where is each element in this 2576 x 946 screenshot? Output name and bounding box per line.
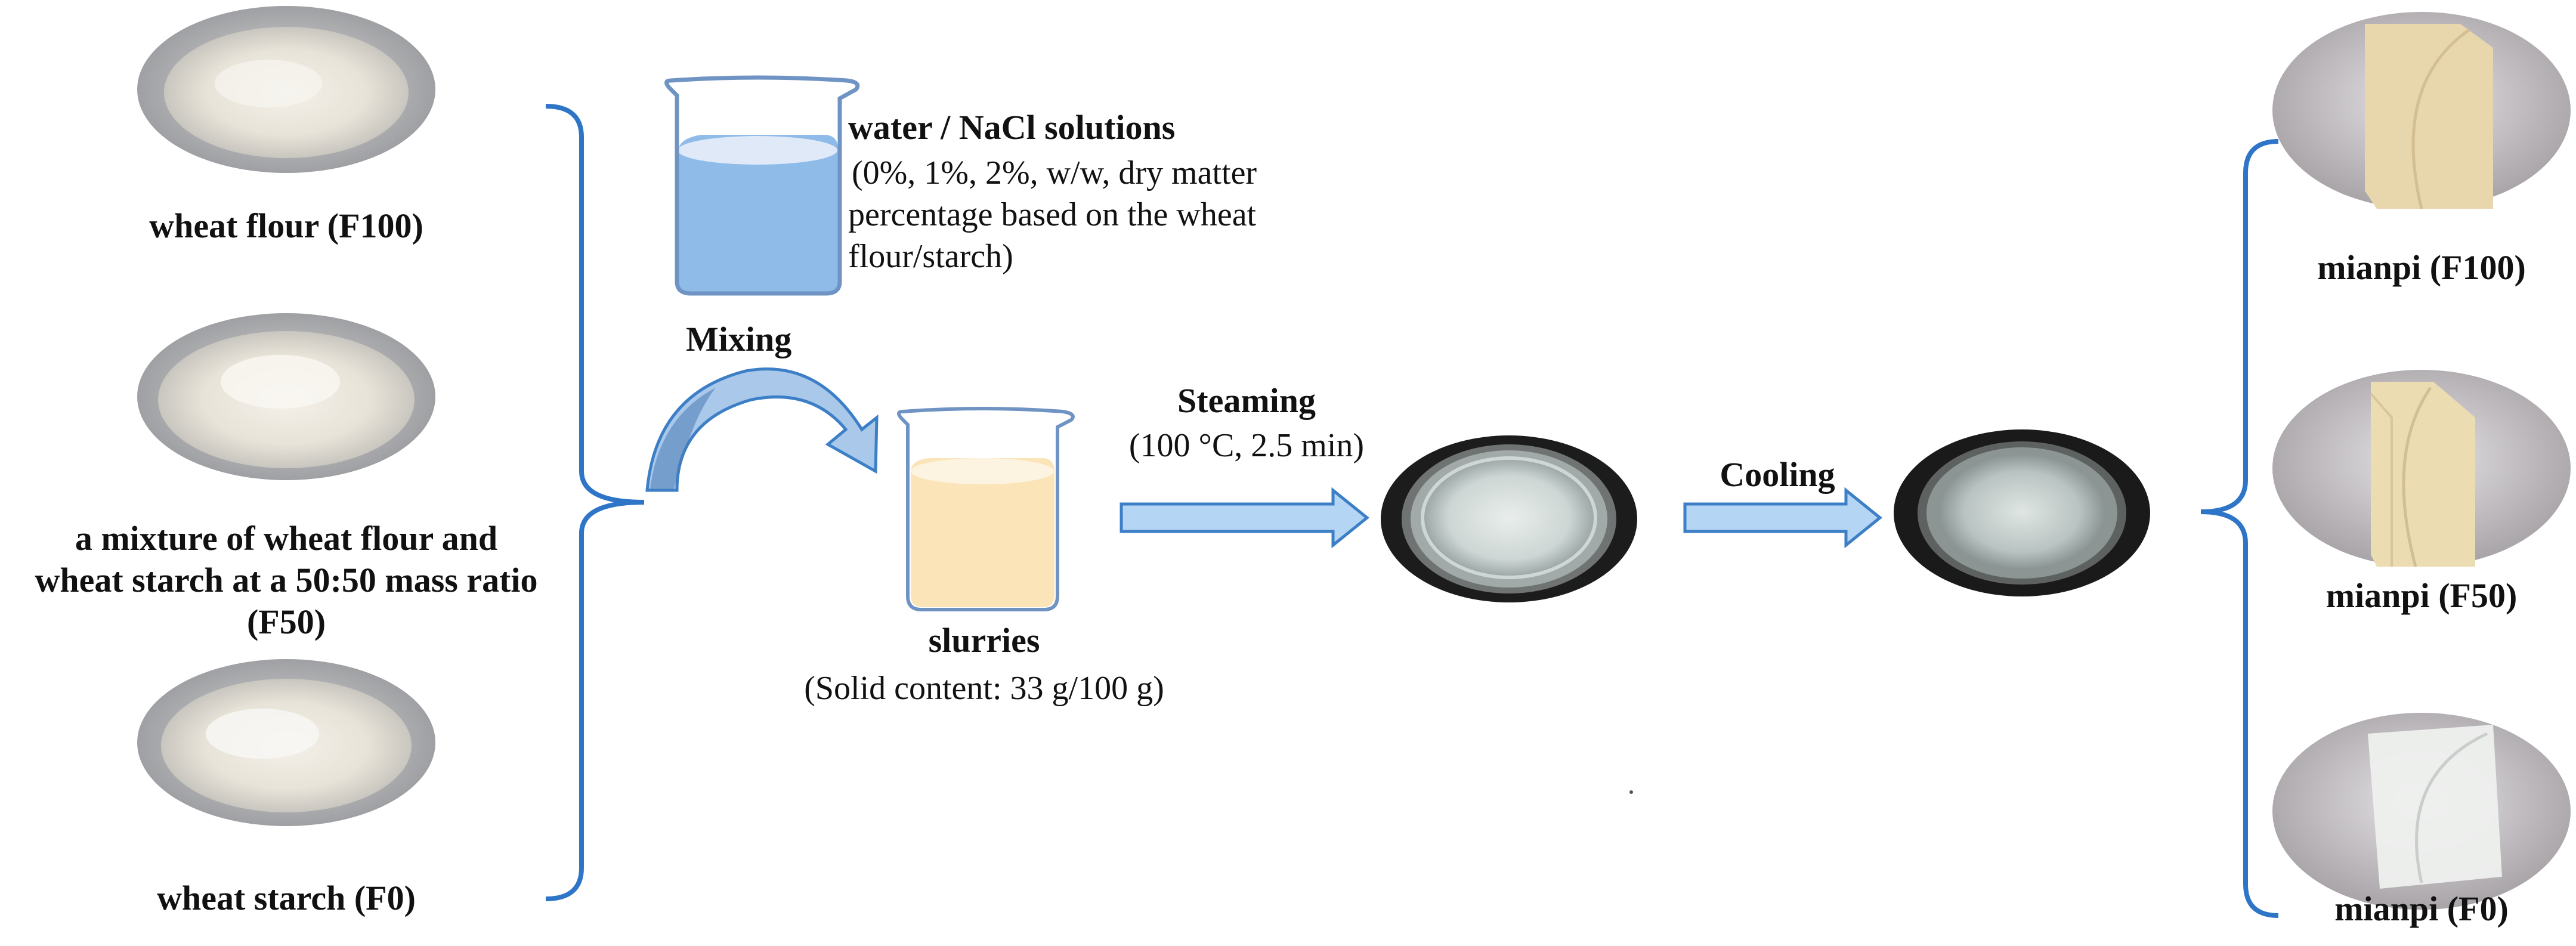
wheat-mixture-photo: [137, 313, 435, 480]
water-detail-line1: (0%, 1%, 2%, w/w, dry matter: [852, 154, 1257, 191]
steamer-photo-cooled: [1894, 429, 2150, 596]
stray-dot: [1629, 790, 1633, 794]
water-beaker: [664, 75, 860, 296]
cooling-label: Cooling: [1720, 455, 1835, 494]
water-detail-line3: flour/starch): [848, 238, 1013, 275]
steaming-arrow: [1120, 487, 1369, 549]
steamer-photo-hot: [1381, 435, 1637, 602]
mianpi-f100-label: mianpi (F100): [2317, 248, 2526, 287]
mixture-label-line2: wheat starch at a 50:50 mass ratio: [35, 561, 538, 599]
wheat-flour-label: wheat flour (F100): [149, 206, 423, 245]
wheat-flour-photo: [137, 6, 435, 173]
wheat-starch-label: wheat starch (F0): [157, 879, 416, 917]
mixture-label-line1: a mixture of wheat flour and: [75, 519, 498, 558]
water-detail-line2: percentage based on the wheat: [848, 196, 1257, 233]
mixing-label: Mixing: [686, 320, 792, 358]
mianpi-f0-photo: [2272, 713, 2571, 910]
slurries-detail: (Solid content: 33 g/100 g): [804, 670, 1164, 707]
slurry-beaker: [897, 407, 1075, 611]
cooling-arrow: [1683, 487, 1882, 549]
mianpi-f0-label: mianpi (F0): [2334, 889, 2509, 928]
steaming-label: Steaming: [1177, 381, 1316, 420]
mianpi-f50-photo: [2272, 370, 2571, 567]
mianpi-f50-label: mianpi (F50): [2325, 576, 2518, 615]
mixture-label-line3: (F50): [246, 602, 326, 641]
right-bracket: [2200, 139, 2279, 918]
left-bracket: [545, 104, 645, 901]
slurries-label: slurries: [928, 621, 1040, 660]
steaming-detail: (100 °C, 2.5 min): [1128, 427, 1365, 464]
mianpi-f100-photo: [2272, 12, 2571, 209]
water-title: water / NaCl solutions: [848, 108, 1176, 147]
wheat-starch-photo: [137, 659, 435, 826]
